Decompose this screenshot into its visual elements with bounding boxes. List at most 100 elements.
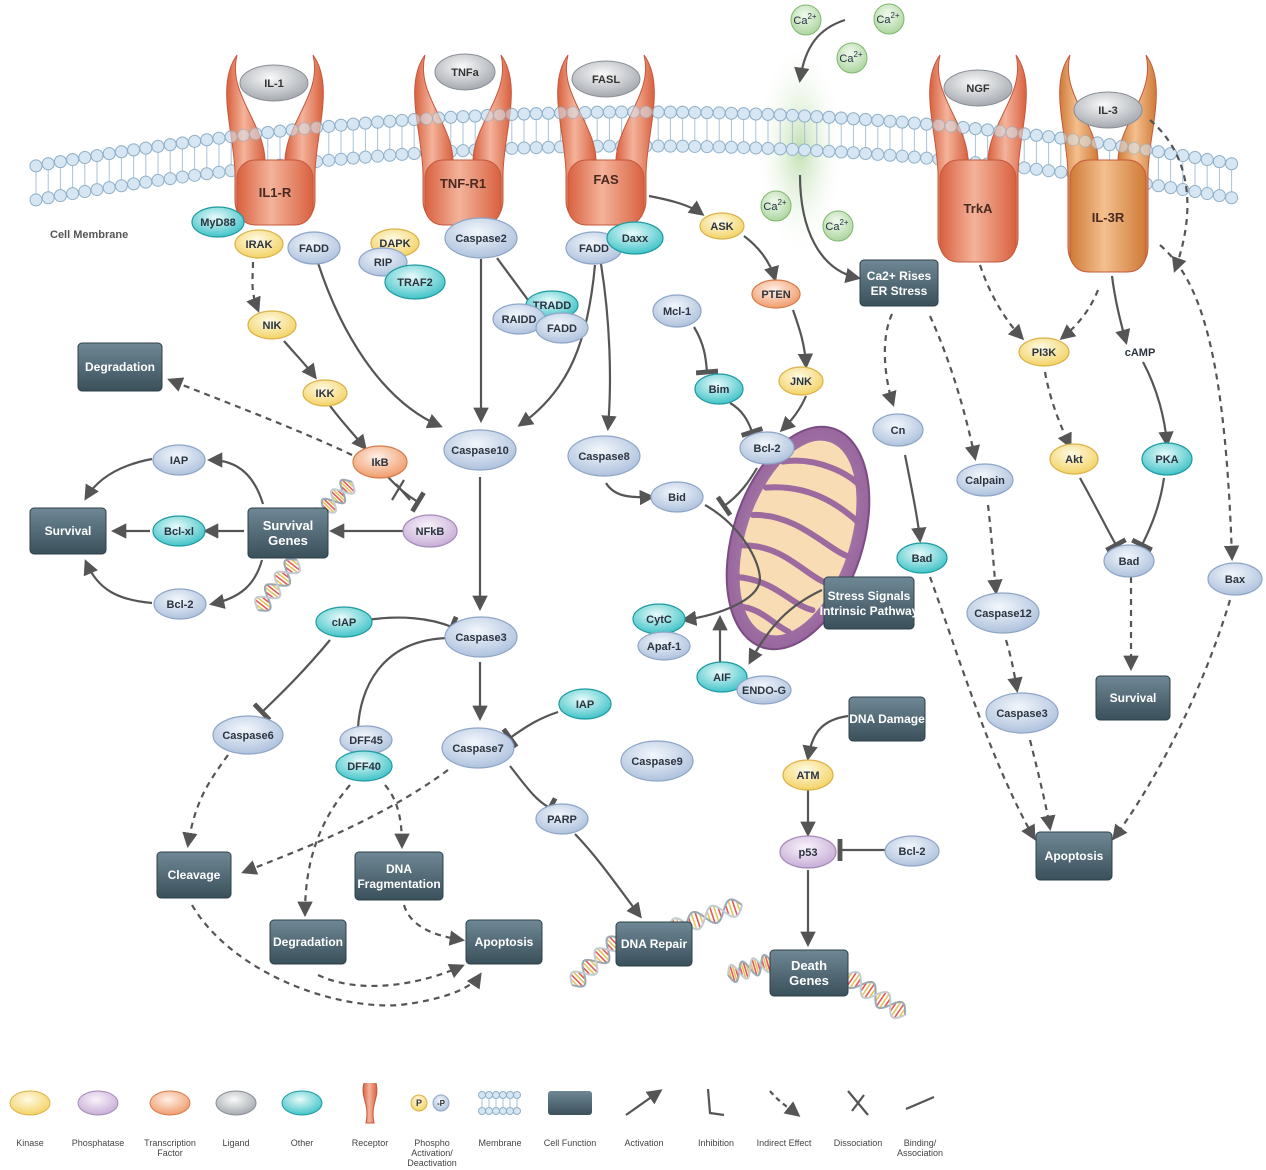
legend-inhibition: Inhibition [698,1088,734,1148]
legend-ligand: Ligand [215,1090,257,1148]
node-caspase7: Caspase7 [441,727,515,769]
calcium-ion: Ca2+ [822,210,854,242]
svg-text:NGF: NGF [966,83,990,95]
legend-label: Receptor [352,1138,389,1148]
svg-text:Degradation: Degradation [85,360,155,374]
legend-label: Cell Function [544,1138,597,1148]
il3-indirect [1149,119,1189,273]
dff40-to-dna-frag [384,784,410,850]
svg-text:DNA Repair: DNA Repair [621,937,688,951]
il3r-to-bax [1159,244,1240,562]
akt-bad [1079,477,1127,553]
node-ask: ASK [699,212,745,240]
pten-to-jnk [791,309,814,370]
legend-label: Dissociation [834,1138,883,1148]
ligand-tnfa: TNFa [434,53,496,91]
receptor-label-tnfr1: TNF-R1 [440,176,486,191]
irak-to-nik [246,261,261,313]
svg-text:-P: -P [437,1099,446,1108]
node-pka: PKA [1141,442,1193,476]
legend-receptor: Receptor [352,1082,389,1148]
legend-label: Indirect Effect [757,1138,812,1148]
legend-membrane: Membrane [478,1091,522,1148]
node-label: MyD88 [200,217,235,229]
node-nik: NIK [247,310,297,340]
node-label: Bad [912,553,933,565]
node-label: JNK [790,376,812,388]
node-label: NIK [263,320,282,332]
node-label: cAMP [1125,347,1156,359]
node-label: DFF40 [347,761,381,773]
legend-indirect: Indirect Effect [757,1090,812,1148]
node-daxx: Daxx [606,221,664,255]
node-label: Caspase2 [455,233,506,245]
receptor-il3r: IL-3R [1059,54,1157,273]
nik-to-ikk [283,340,317,380]
stress-to-aif [748,589,823,665]
node-traf2: TRAF2 [384,264,446,300]
node-label: IRAK [246,239,273,251]
node-label: Caspase3 [455,632,506,644]
node-caspase6: Caspase6 [212,715,284,755]
node-label: Akt [1065,454,1083,466]
legend-function: Cell Function [544,1091,597,1148]
svg-text:P: P [416,1098,422,1108]
er-to-cn [881,313,897,407]
node-caspase3b: Caspase3 [985,692,1059,734]
ikb-to-degradation [167,377,353,456]
caspase12-to-caspase3 [1004,639,1023,694]
node-caspase2: Caspase2 [444,217,518,259]
node-camp: cAMP [1125,347,1156,359]
svg-text:TNFa: TNFa [451,67,479,79]
cell-function-degradation_top: Degradation [77,342,163,392]
svg-text:Cleavage: Cleavage [168,868,221,882]
node-iap2: IAP [558,688,612,720]
legend-dissociation: Dissociation [834,1090,883,1148]
node-label: IKK [316,388,335,400]
legend-other: Other [281,1090,323,1148]
dna-damage-to-atm [802,714,849,762]
node-label: TRAF2 [397,277,432,289]
dna-helix-icon [844,970,907,1020]
caspase2-tradd [496,257,529,301]
node-akt: Akt [1049,443,1099,475]
cell-function-cleavage: Cleavage [156,851,232,899]
fadd-to-caspase8 [599,263,617,432]
dna-helix-icon [254,558,301,612]
camp-to-pka [1142,361,1174,448]
bid-to-cytc [680,504,762,626]
node-label: Caspase9 [631,756,682,768]
node-label: Caspase12 [974,608,1032,620]
node-fadd2: FADD [535,312,589,344]
node-caspase3: Caspase3 [444,616,518,658]
legend-label: Other [291,1138,314,1148]
receptor-label-il3r: IL-3R [1092,210,1125,225]
node-label: p53 [799,847,818,859]
node-ikb: IkB [352,445,408,479]
node-label: Apaf-1 [647,641,681,653]
node-label: RIP [374,257,392,269]
node-label: Bcl-2 [899,846,926,858]
bad-to-apoptosis [928,576,1036,841]
dna-helix-icon [727,953,773,984]
cell-function-survival_right: Survival [1095,675,1171,721]
node-bcl2s: Bcl-2 [153,588,207,620]
calcium-ion: Ca2+ [760,190,792,222]
caspase3-dff45 [356,636,449,729]
legend-label: Binding/Association [897,1138,943,1158]
legend-label: Membrane [478,1138,521,1148]
ligand-fasl: FASL [571,60,641,98]
fadd-to-caspase10-b [517,264,597,427]
cell-function-apoptosis_mid: Apoptosis [465,919,543,965]
ligand-il3: IL-3 [1073,91,1143,129]
node-label: Bad [1119,556,1140,568]
node-label: TRADD [533,300,572,312]
parp-to-dna-repair [574,833,642,919]
